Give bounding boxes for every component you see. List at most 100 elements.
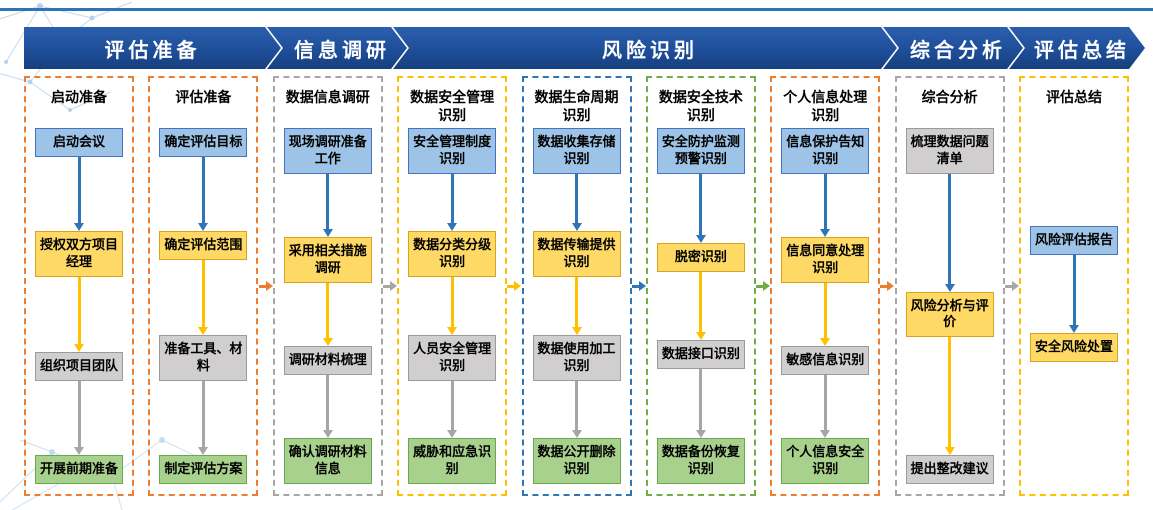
process-step: 人员安全管理识别 — [408, 334, 497, 381]
stage-column-security-management-identification: 数据安全管理识别 安全管理制度识别 数据分类分级识别 人员安全管理识别 威胁和应… — [397, 76, 508, 496]
stage-column-data-info-research: 数据信息调研 现场调研准备工作 采用相关措施调研 调研材料梳理 确认调研材料信息 — [272, 76, 383, 496]
vertical-spacer — [1030, 362, 1118, 484]
arrow-down-icon — [447, 277, 458, 335]
column-title: 数据安全技术识别 — [658, 89, 743, 124]
arrow-down-icon — [74, 277, 84, 352]
stage-column-comprehensive-analysis: 综合分析 梳理数据问题清单 风险分析与评价 提出整改建议 — [894, 76, 1005, 496]
process-step: 威胁和应急识别 — [408, 438, 497, 484]
stage-banner-row: 评估准备 信息调研 风险识别 综合分析 评估总结 — [24, 27, 1145, 69]
column-title: 数据安全管理识别 — [410, 89, 495, 124]
arrow-down-icon — [322, 374, 333, 439]
column-title: 数据信息调研 — [285, 89, 370, 105]
steps-container: 信息保护告知识别 信息同意处理识别 敏感信息识别 个人信息安全识别 — [781, 128, 870, 494]
column-title: 个人信息处理识别 — [783, 89, 868, 124]
steps-container: 风险评估报告 安全风险处置 — [1030, 128, 1118, 494]
arrow-down-icon — [820, 282, 831, 347]
column-title: 启动准备 — [51, 89, 107, 105]
arrow-down-icon — [198, 156, 209, 232]
process-step: 信息保护告知识别 — [781, 128, 870, 174]
stage-column-assessment-prep: 评估准备 确定评估目标 确定评估范围 准备工具、材料 制定评估方案 — [148, 76, 259, 496]
stage-column-launch-prep: 启动准备 启动会议 授权双方项目经理 组织项目团队 开展前期准备 — [24, 76, 134, 496]
arrow-down-icon — [695, 173, 706, 243]
process-step: 数据传输提供识别 — [532, 231, 621, 278]
process-step: 授权双方项目经理 — [35, 231, 123, 278]
arrow-right-icon — [880, 280, 895, 292]
process-step: 安全防护监测预警识别 — [656, 128, 745, 174]
process-columns-row: 启动准备 启动会议 授权双方项目经理 组织项目团队 开展前期准备 评估准备 确定… — [24, 76, 1129, 496]
process-step: 风险评估报告 — [1030, 225, 1118, 255]
process-step: 数据使用加工识别 — [532, 334, 621, 381]
steps-container: 安全管理制度识别 数据分类分级识别 人员安全管理识别 威胁和应急识别 — [408, 128, 497, 494]
arrow-down-icon — [322, 173, 333, 238]
process-step: 信息同意处理识别 — [781, 237, 870, 283]
process-step: 确认调研材料信息 — [283, 438, 372, 484]
arrow-down-icon — [695, 271, 706, 341]
steps-container: 启动会议 授权双方项目经理 组织项目团队 开展前期准备 — [35, 128, 123, 494]
process-step: 数据公开删除识别 — [532, 438, 621, 484]
process-step: 制定评估方案 — [159, 455, 248, 484]
process-step: 准备工具、材料 — [159, 334, 248, 381]
arrow-right-icon — [631, 280, 646, 292]
process-step: 梳理数据问题清单 — [905, 128, 994, 174]
column-title: 评估总结 — [1046, 89, 1102, 105]
process-step: 启动会议 — [35, 128, 123, 157]
column-title: 综合分析 — [921, 89, 978, 105]
arrow-down-icon — [820, 173, 831, 238]
vertical-spacer — [1030, 128, 1118, 226]
arrow-down-icon — [820, 374, 831, 439]
process-step: 确定评估范围 — [159, 231, 248, 261]
stage-column-data-lifecycle-identification: 数据生命周期识别 数据收集存储识别 数据传输提供识别 数据使用加工识别 数据公开… — [521, 76, 632, 496]
process-step: 安全管理制度识别 — [408, 128, 497, 174]
stage-banner-info-research: 信息调研 — [267, 27, 407, 69]
stage-column-personal-info-identification: 个人信息处理识别 信息保护告知识别 信息同意处理识别 敏感信息识别 个人信息安全… — [770, 76, 881, 496]
process-step: 脱密识别 — [656, 242, 745, 272]
stage-banner-assessment-summary: 评估总结 — [1009, 27, 1145, 69]
steps-container: 数据收集存储识别 数据传输提供识别 数据使用加工识别 数据公开删除识别 — [532, 128, 621, 494]
arrow-down-icon — [74, 156, 84, 232]
arrow-down-icon — [944, 173, 955, 292]
arrow-right-icon — [1004, 280, 1019, 292]
process-step: 风险分析与评价 — [905, 291, 994, 338]
arrow-down-icon — [447, 173, 458, 232]
column-title: 数据生命周期识别 — [534, 89, 619, 124]
process-step: 确定评估目标 — [159, 128, 248, 157]
arrow-down-icon — [447, 380, 458, 439]
steps-container: 安全防护监测预警识别 脱密识别 数据接口识别 数据备份恢复识别 — [656, 128, 745, 494]
arrow-down-icon — [198, 380, 209, 456]
column-gap — [134, 76, 148, 496]
column-title: 评估准备 — [175, 89, 232, 105]
process-step: 数据备份恢复识别 — [656, 438, 745, 485]
steps-container: 确定评估目标 确定评估范围 准备工具、材料 制定评估方案 — [159, 128, 248, 494]
arrow-down-icon — [571, 380, 582, 439]
arrow-right-icon — [507, 280, 522, 292]
process-step: 个人信息安全识别 — [781, 438, 870, 484]
arrow-down-icon — [1069, 254, 1079, 333]
steps-container: 梳理数据问题清单 风险分析与评价 提出整改建议 — [905, 128, 994, 494]
stage-banner-risk-identification: 风险识别 — [393, 27, 897, 69]
arrow-down-icon — [571, 277, 582, 335]
process-step: 组织项目团队 — [35, 351, 123, 381]
stage-banner-assessment-prep: 评估准备 — [24, 27, 281, 69]
process-step: 现场调研准备工作 — [283, 128, 372, 174]
process-step: 数据接口识别 — [656, 340, 745, 370]
arrow-down-icon — [198, 260, 209, 335]
arrow-down-icon — [695, 369, 706, 439]
arrow-right-icon — [258, 280, 273, 292]
stage-banner-comprehensive-analysis: 综合分析 — [883, 27, 1023, 69]
process-step: 数据收集存储识别 — [532, 128, 621, 174]
arrow-down-icon — [74, 380, 84, 456]
process-step: 开展前期准备 — [35, 455, 123, 484]
process-step: 采用相关措施调研 — [283, 237, 372, 283]
stage-column-assessment-summary: 评估总结 风险评估报告 安全风险处置 — [1019, 76, 1129, 496]
steps-container: 现场调研准备工作 采用相关措施调研 调研材料梳理 确认调研材料信息 — [283, 128, 372, 494]
top-divider-line — [0, 8, 1153, 11]
process-step: 数据分类分级识别 — [408, 231, 497, 278]
arrow-down-icon — [944, 337, 955, 456]
arrow-right-icon — [756, 280, 771, 292]
arrow-down-icon — [571, 173, 582, 232]
process-step: 调研材料梳理 — [283, 346, 372, 375]
process-step: 敏感信息识别 — [781, 346, 870, 375]
arrow-right-icon — [382, 280, 397, 292]
arrow-down-icon — [322, 282, 333, 347]
